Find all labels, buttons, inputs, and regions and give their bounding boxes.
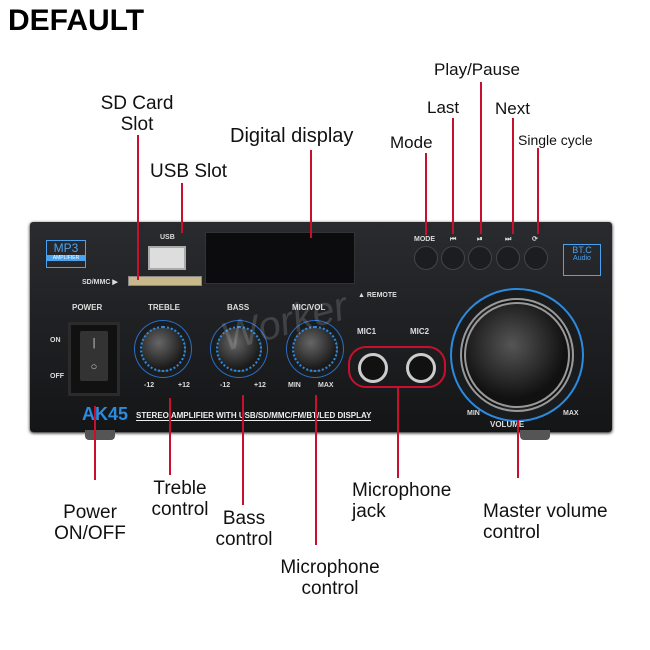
usb-slot[interactable] bbox=[148, 246, 186, 270]
label-single-cycle: Single cycle bbox=[518, 132, 593, 148]
tagline: STEREO AMPLIFIER WITH USB/SD/MMC/FM/BT/L… bbox=[136, 411, 372, 421]
leader-line bbox=[137, 135, 139, 280]
label-next: Next bbox=[495, 99, 530, 118]
leader-line bbox=[169, 398, 171, 475]
label-mic-jack: Microphone jack bbox=[352, 480, 452, 522]
previous-icon: ⏮ bbox=[450, 236, 457, 243]
mic1-jack[interactable] bbox=[358, 353, 388, 383]
mic2-jack[interactable] bbox=[406, 353, 436, 383]
panel-label: +12 bbox=[178, 382, 190, 389]
audio-text: Audio bbox=[573, 255, 591, 262]
label-power: Power ON/OFF bbox=[54, 502, 126, 544]
foot bbox=[85, 430, 115, 440]
bass-knob[interactable] bbox=[216, 326, 262, 372]
repeat-icon: ⟳ bbox=[532, 236, 538, 243]
panel-label: ▲ REMOTE bbox=[358, 292, 397, 299]
next-icon: ⏭ bbox=[505, 236, 512, 243]
mp3-text: MP3 bbox=[53, 241, 79, 255]
panel-label: USB bbox=[160, 234, 175, 241]
panel-label: -12 bbox=[144, 382, 155, 389]
label-bass: Bass control bbox=[215, 508, 273, 550]
treble-knob[interactable] bbox=[140, 326, 186, 372]
label-treble: Treble control bbox=[151, 478, 209, 520]
panel-label: MIC2 bbox=[410, 327, 430, 336]
panel-label: MAX bbox=[318, 382, 334, 389]
panel-label: MIC/VOL bbox=[292, 303, 326, 312]
play-pause-button[interactable] bbox=[468, 246, 492, 270]
leader-line bbox=[425, 153, 427, 235]
microphone-jacks bbox=[348, 346, 446, 388]
label-sd-card: SD Card Slot bbox=[100, 93, 174, 135]
leader-line bbox=[480, 82, 482, 234]
panel-label: TREBLE bbox=[148, 303, 180, 312]
label-mode: Mode bbox=[390, 133, 433, 152]
leader-line bbox=[397, 386, 399, 478]
mic-volume-knob[interactable] bbox=[292, 326, 338, 372]
model-name: AK45 bbox=[82, 404, 129, 424]
leader-line bbox=[512, 118, 514, 234]
panel-label: SD/MMC ▶ bbox=[82, 279, 118, 286]
label-last: Last bbox=[427, 98, 460, 117]
leader-line bbox=[181, 183, 183, 233]
leader-line bbox=[452, 118, 454, 234]
leader-line bbox=[537, 148, 539, 234]
panel-label: BASS bbox=[227, 303, 250, 312]
play-pause-icon: ⏯ bbox=[477, 236, 483, 243]
amplifier-text: AMPLIFIER bbox=[47, 255, 85, 261]
last-button[interactable] bbox=[441, 246, 465, 270]
label-master-volume: Master volume control bbox=[483, 501, 608, 543]
panel-label: MIN bbox=[288, 382, 301, 389]
leader-line bbox=[517, 420, 519, 478]
foot bbox=[520, 430, 550, 440]
leader-line bbox=[242, 395, 244, 505]
leader-line bbox=[94, 406, 96, 480]
digital-display bbox=[205, 232, 355, 284]
leader-line bbox=[310, 150, 312, 238]
panel-label: POWER bbox=[72, 303, 103, 312]
power-switch[interactable]: |○ bbox=[68, 322, 120, 396]
master-volume-knob[interactable] bbox=[460, 298, 574, 412]
label-display: Digital display bbox=[230, 125, 354, 147]
single-cycle-button[interactable] bbox=[524, 246, 548, 270]
label-mic-control: Microphone control bbox=[280, 557, 380, 599]
panel-label: +12 bbox=[254, 382, 266, 389]
sd-card-slot[interactable] bbox=[128, 276, 202, 286]
panel-label: OFF bbox=[50, 373, 64, 380]
panel-label: MODE bbox=[414, 236, 435, 243]
bt-text: BT.C bbox=[572, 245, 592, 255]
label-usb: USB Slot bbox=[150, 161, 228, 182]
label-play-pause: Play/Pause bbox=[434, 60, 520, 79]
panel-label: -12 bbox=[220, 382, 231, 389]
panel-label: ON bbox=[50, 337, 61, 344]
panel-label: MIN bbox=[467, 410, 480, 417]
panel-label: MIC1 bbox=[357, 327, 377, 336]
rocker-icon: |○ bbox=[80, 331, 108, 381]
mode-button[interactable] bbox=[414, 246, 438, 270]
next-button[interactable] bbox=[496, 246, 520, 270]
panel-label: MAX bbox=[563, 410, 579, 417]
leader-line bbox=[315, 395, 317, 545]
page-title: DEFAULT bbox=[8, 4, 145, 37]
panel-label: VOLUME bbox=[490, 420, 525, 429]
